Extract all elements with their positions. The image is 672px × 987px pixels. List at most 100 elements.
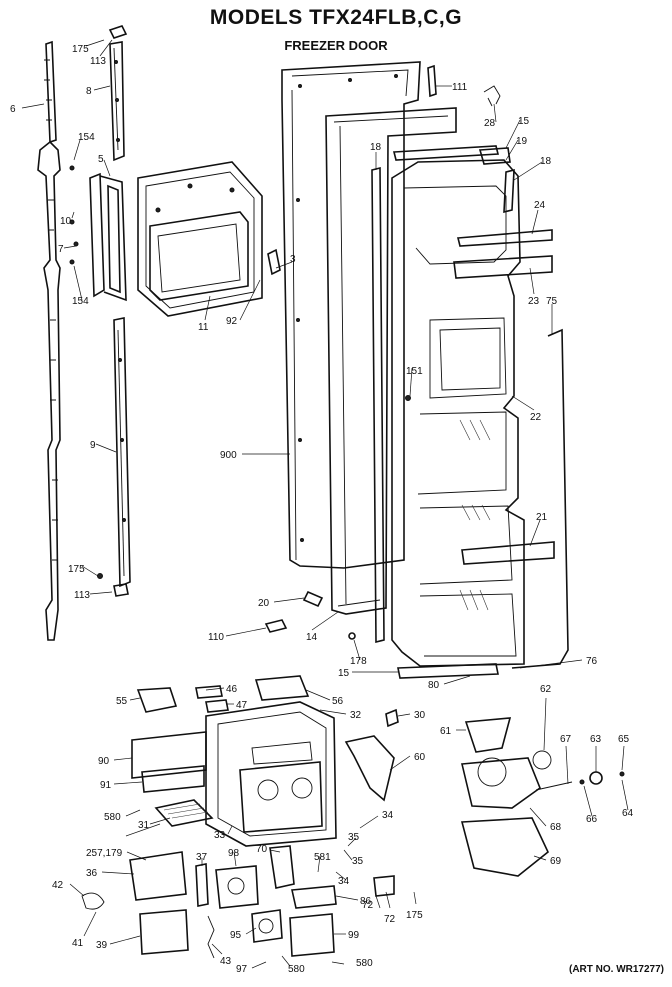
- shelf-24: [456, 229, 553, 247]
- rail-lower: [113, 317, 131, 588]
- callout-580b: 580: [288, 964, 305, 975]
- callout-42: 42: [52, 880, 64, 891]
- callout-175: 175: [72, 44, 89, 55]
- callout-41: 41: [72, 938, 84, 949]
- callout-110: 110: [208, 632, 224, 643]
- callout-99: 99: [348, 930, 360, 941]
- callout-32: 32: [350, 710, 362, 721]
- door-handle: [69, 165, 127, 302]
- part-28: [483, 85, 501, 107]
- callout-154b: 154: [72, 296, 89, 307]
- shelf-bar-19: [478, 147, 511, 165]
- callout-68: 68: [550, 822, 562, 833]
- callout-34: 34: [382, 810, 394, 821]
- callout-72: 72: [362, 900, 374, 911]
- callout-23: 23: [528, 296, 540, 307]
- wire-43: [207, 915, 215, 959]
- screw-151: [405, 395, 411, 401]
- callout-35b: 35: [352, 856, 364, 867]
- door-panel-cover: [137, 161, 263, 317]
- part-42: [81, 892, 105, 910]
- bushing-110: [264, 619, 288, 633]
- bottom-trim-80: [397, 663, 499, 679]
- callout-3: 3: [290, 254, 296, 265]
- part-111: [427, 64, 437, 98]
- grille-31: [154, 799, 214, 827]
- part-86: [291, 885, 337, 909]
- housing-69: [460, 817, 549, 877]
- callout-113b: 113: [74, 590, 90, 601]
- diagram-title: MODELS TFX24FLB,C,G: [209, 6, 463, 29]
- callout-92: 92: [226, 316, 238, 327]
- lever-55: [136, 687, 178, 713]
- dispenser-housing: [205, 701, 337, 847]
- part-47: [205, 699, 229, 713]
- solenoid-98: [215, 865, 259, 909]
- box-39: [139, 909, 189, 955]
- part-46: [195, 685, 223, 699]
- chute-60: [344, 735, 395, 802]
- wire-67: [535, 781, 573, 791]
- callout-900: 900: [220, 450, 237, 461]
- callout-39: 39: [96, 940, 108, 951]
- callout-37: 37: [196, 852, 208, 863]
- callout-labels: 175 113 6 8 154 5 10 7 154 11 92 3 111 2…: [10, 44, 634, 975]
- callout-111: 111: [452, 82, 468, 93]
- callout-90: 90: [98, 756, 110, 767]
- callout-66: 66: [586, 814, 598, 825]
- part-30: [385, 708, 399, 728]
- callout-6: 6: [10, 104, 16, 115]
- part-72: [373, 875, 395, 897]
- callout-31: 31: [138, 820, 150, 831]
- shelf-rail-left: [371, 166, 385, 644]
- callout-65: 65: [618, 734, 630, 745]
- part-66: [579, 779, 585, 785]
- leader-lines: [21, 39, 629, 969]
- end-cap-bottom: [113, 583, 129, 597]
- callout-175b: 175: [68, 564, 85, 575]
- callout-62: 62: [540, 684, 552, 695]
- hinge-pin-20: [302, 590, 324, 608]
- callout-91: 91: [100, 780, 112, 791]
- part-65: [619, 771, 625, 777]
- callout-56: 56: [332, 696, 344, 707]
- callout-63: 63: [590, 734, 602, 745]
- callout-9: 9: [90, 440, 96, 451]
- callout-21: 21: [536, 512, 548, 523]
- door-outer-shell: [281, 61, 421, 569]
- callout-36: 36: [86, 868, 98, 879]
- callout-18: 18: [370, 142, 382, 153]
- callout-98: 98: [228, 848, 240, 859]
- callout-70: 70: [256, 844, 268, 855]
- end-cap-top: [108, 25, 128, 39]
- bracket-36: [129, 851, 187, 901]
- callout-10: 10: [60, 216, 72, 227]
- hinge-part-3: [267, 248, 281, 276]
- callout-580: 580: [104, 812, 121, 823]
- bracket-70: [269, 845, 295, 889]
- callout-15b: 15: [338, 668, 350, 679]
- callout-80: 80: [428, 680, 440, 691]
- shelf-21: [461, 541, 555, 565]
- top-shelf-15: [392, 145, 500, 161]
- callout-7: 7: [58, 244, 64, 255]
- art-number: (ART NO. WR17277): [568, 964, 664, 975]
- callout-154: 154: [78, 132, 95, 143]
- callout-75: 75: [546, 296, 558, 307]
- callout-97: 97: [236, 964, 248, 975]
- motor-95: [251, 909, 283, 943]
- shelf-23: [453, 255, 553, 279]
- callout-15: 15: [518, 116, 530, 127]
- callout-22: 22: [530, 412, 542, 423]
- callout-86: 86: [360, 896, 372, 907]
- callout-46: 46: [226, 684, 238, 695]
- cover-99: [289, 913, 335, 957]
- bracket-90: [131, 731, 207, 779]
- callout-76: 76: [586, 656, 598, 667]
- bracket-37: [195, 863, 209, 907]
- callout-113: 113: [90, 56, 106, 67]
- callout-8: 8: [86, 86, 92, 97]
- callout-11: 11: [198, 322, 209, 333]
- callout-43: 43: [220, 956, 232, 967]
